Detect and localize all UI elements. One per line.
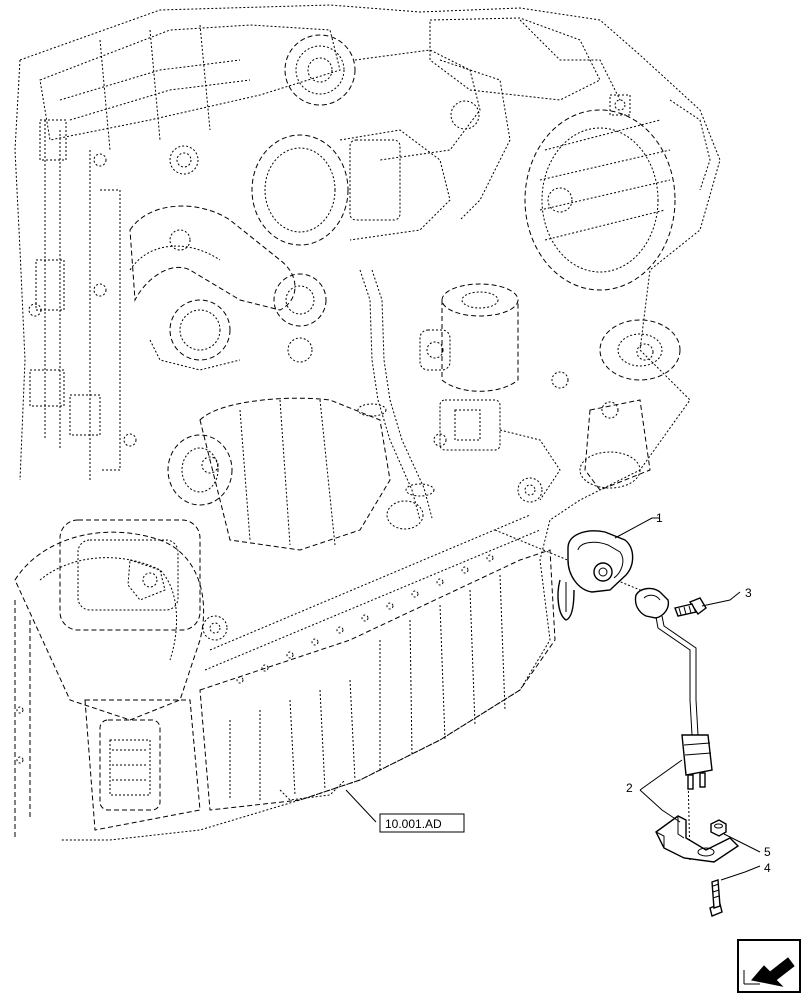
callout-1: 1 xyxy=(656,511,663,525)
reference-box[interactable]: 10.001.AD xyxy=(379,813,465,833)
oil-pan-bolts xyxy=(236,554,494,684)
reference-label: 10.001.AD xyxy=(385,817,442,831)
callout-4: 4 xyxy=(764,861,771,875)
callout-5: 5 xyxy=(764,845,771,859)
part-5-nut xyxy=(710,819,727,837)
part-3-bolt xyxy=(674,597,707,617)
callout-3: 3 xyxy=(745,586,752,600)
engine-assembly xyxy=(14,4,721,841)
arrow-down-left-icon[interactable] xyxy=(737,939,801,993)
part-1-heater-element xyxy=(557,530,634,621)
part-2-power-cord xyxy=(634,587,740,863)
callout-2: 2 xyxy=(626,781,633,795)
part-4-screw xyxy=(709,879,723,917)
leader-lines xyxy=(345,517,761,881)
